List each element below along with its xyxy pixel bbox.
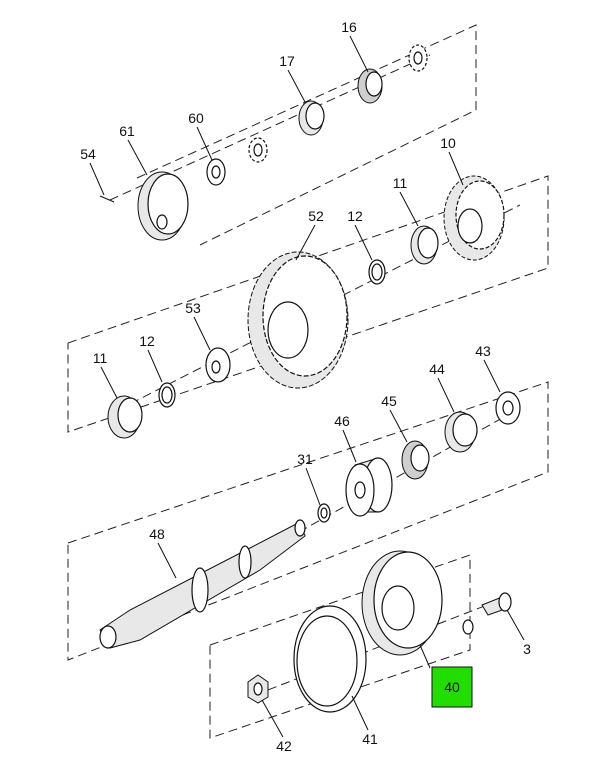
callout-16[interactable]: 16 (341, 19, 357, 35)
callout-12-lower[interactable]: 12 (139, 333, 155, 349)
part-45-bearing[interactable] (401, 440, 430, 480)
part-washer-bolt[interactable] (462, 619, 474, 635)
callout-43[interactable]: 43 (475, 343, 491, 359)
callout-labels: 16 17 60 61 54 10 11 12 52 53 12 11 43 4… (80, 19, 531, 754)
callout-53[interactable]: 53 (185, 300, 201, 316)
part-12-ring-b[interactable] (158, 382, 176, 408)
part-53-washer[interactable] (205, 347, 231, 383)
part-11-race-b[interactable] (107, 395, 143, 439)
callout-17[interactable]: 17 (279, 53, 295, 69)
part-10-gear[interactable] (443, 175, 505, 261)
callout-54[interactable]: 54 (80, 146, 96, 162)
callout-45[interactable]: 45 (381, 393, 397, 409)
part-11-race-a[interactable] (410, 225, 439, 265)
part-3-bolt[interactable] (481, 592, 512, 616)
part-41-gasket[interactable] (293, 605, 367, 713)
callout-3[interactable]: 3 (523, 641, 531, 657)
part-60-washer[interactable] (206, 158, 226, 186)
callout-11-lower[interactable]: 11 (93, 350, 108, 366)
callout-48[interactable]: 48 (149, 526, 165, 542)
part-52-gear[interactable] (247, 251, 349, 389)
part-washer-upper[interactable] (408, 44, 428, 72)
part-12-ring-a[interactable] (368, 259, 386, 285)
part-40-flange[interactable] (361, 550, 443, 656)
part-44-race[interactable] (444, 411, 478, 453)
part-17-race[interactable] (298, 100, 325, 136)
callout-41[interactable]: 41 (362, 731, 378, 747)
part-42-nut[interactable] (247, 674, 269, 704)
highlight-box-40[interactable] (431, 666, 473, 708)
part-31-ring[interactable] (317, 503, 331, 523)
callout-44[interactable]: 44 (429, 361, 445, 377)
part-43-washer[interactable] (495, 391, 521, 425)
callout-40[interactable]: 40 (444, 679, 460, 695)
leader-lines (89, 35, 525, 738)
callout-60[interactable]: 60 (188, 110, 204, 126)
callout-52[interactable]: 52 (308, 208, 324, 224)
part-16-bearing[interactable] (357, 68, 383, 104)
callout-31[interactable]: 31 (297, 451, 313, 467)
part-nut-upper[interactable] (248, 137, 268, 163)
part-46-spacer[interactable] (345, 457, 393, 517)
callout-12-upper[interactable]: 12 (347, 208, 363, 224)
callout-42[interactable]: 42 (276, 738, 292, 754)
part-48-shaft[interactable] (99, 519, 306, 649)
callout-61[interactable]: 61 (119, 123, 135, 139)
callout-46[interactable]: 46 (334, 413, 350, 429)
part-54-screw[interactable] (99, 195, 115, 203)
part-61-cover[interactable] (137, 171, 189, 241)
callout-10[interactable]: 10 (440, 135, 456, 151)
callout-11-upper[interactable]: 11 (393, 175, 408, 191)
